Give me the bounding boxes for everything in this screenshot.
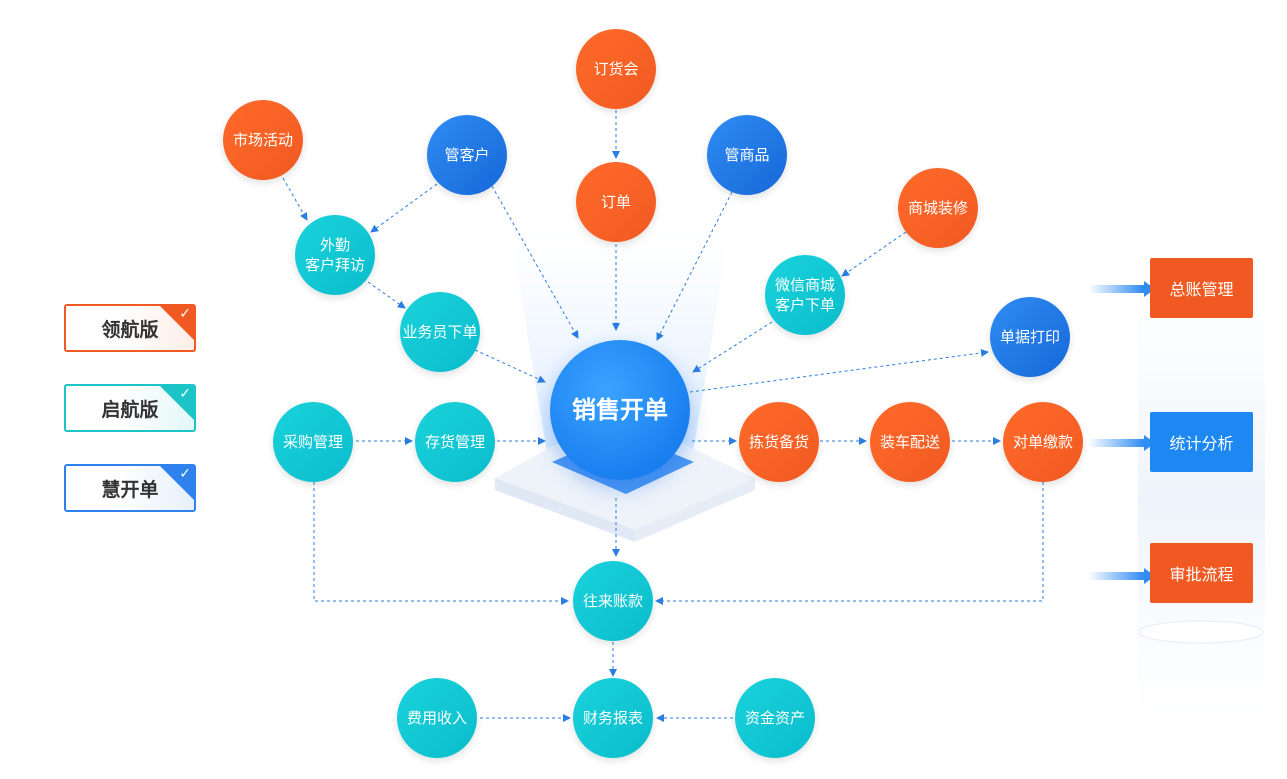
connector-arrow — [474, 349, 546, 383]
check-icon: ✓ — [179, 466, 191, 482]
edition-label: 慧开单 — [101, 478, 159, 501]
connector-arrow — [689, 348, 989, 393]
module-zongzhang[interactable]: 总账管理 — [1150, 258, 1253, 318]
node-shangchengzhuangxiu[interactable]: 商城装修 — [898, 168, 978, 248]
feed-arrow-3-head — [1144, 568, 1155, 584]
connector-arrow — [282, 177, 308, 221]
connector-arrow — [656, 191, 733, 341]
node-shichanghuodong[interactable]: 市场活动 — [223, 100, 303, 180]
connector-arrow — [313, 482, 569, 605]
corner-flag — [160, 306, 194, 340]
connector-arrow — [841, 231, 907, 277]
node-guanshangpin[interactable]: 管商品 — [707, 115, 787, 195]
edition-lingxiang[interactable]: 领航版 ✓ — [64, 304, 196, 352]
edition-label: 领航版 — [101, 318, 159, 341]
node-duidan[interactable]: 对单缴款 — [1003, 402, 1083, 482]
node-zijin[interactable]: 资金资产 — [735, 678, 815, 758]
module-shenpi[interactable]: 审批流程 — [1150, 543, 1253, 603]
node-zhuangche[interactable]: 装车配送 — [870, 402, 950, 482]
node-feiyong[interactable]: 费用收入 — [397, 678, 477, 758]
node-jianhuo[interactable]: 拣货备货 — [739, 402, 819, 482]
node-dingdan[interactable]: 订单 — [576, 162, 656, 242]
node-dinghuohui[interactable]: 订货会 — [576, 29, 656, 109]
corner-flag — [160, 466, 194, 500]
node-cunhuo[interactable]: 存货管理 — [415, 402, 495, 482]
node-weixinshangcheng[interactable]: 微信商城 客户下单 — [765, 255, 845, 335]
feed-arrow-2 — [1088, 439, 1144, 447]
right-column-disc — [1138, 620, 1264, 644]
node-sales-order[interactable]: 销售开单 — [550, 340, 690, 480]
module-tongji[interactable]: 统计分析 — [1150, 412, 1253, 472]
connector-arrow — [370, 183, 438, 233]
node-caiwu[interactable]: 财务报表 — [573, 678, 653, 758]
feed-arrow-2-head — [1144, 435, 1155, 451]
edition-huikaidan[interactable]: 慧开单 ✓ — [64, 464, 196, 512]
feed-arrow-3 — [1088, 572, 1144, 580]
node-yewuyuan[interactable]: 业务员下单 — [400, 292, 480, 372]
node-danjudayin[interactable]: 单据打印 — [990, 297, 1070, 377]
check-icon: ✓ — [179, 306, 191, 322]
edition-qihang[interactable]: 启航版 ✓ — [64, 384, 196, 432]
feed-arrow-1-head — [1144, 281, 1155, 297]
platform-side — [495, 478, 635, 542]
node-waiqin[interactable]: 外勤 客户拜访 — [295, 215, 375, 295]
platform-side-right — [635, 478, 755, 542]
node-guankehu[interactable]: 管客户 — [427, 115, 507, 195]
right-column-backdrop — [1138, 280, 1265, 720]
edition-label: 启航版 — [101, 398, 159, 421]
connector-arrow — [491, 185, 579, 339]
connector-arrow — [367, 281, 406, 309]
check-icon: ✓ — [179, 386, 191, 402]
corner-flag — [160, 386, 194, 420]
node-caigou[interactable]: 采购管理 — [273, 402, 353, 482]
feed-arrow-1 — [1088, 285, 1144, 293]
node-wanglai[interactable]: 往来账款 — [573, 561, 653, 641]
